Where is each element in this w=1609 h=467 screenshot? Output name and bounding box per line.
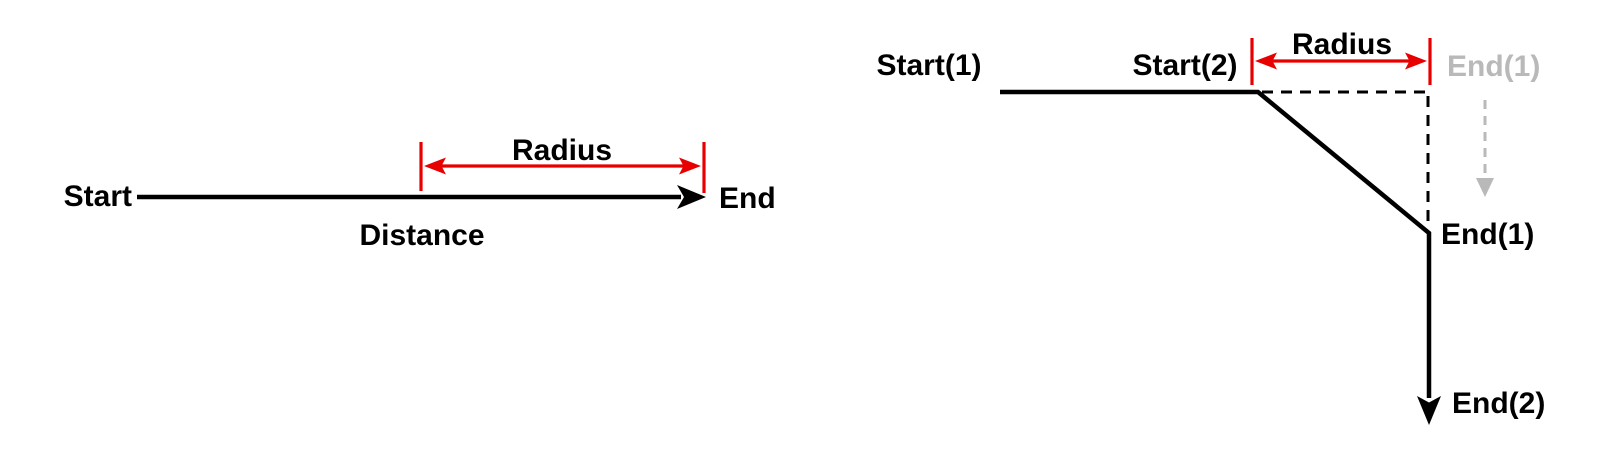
ghost-arrowhead-icon xyxy=(1476,178,1494,197)
end2-label: End(2) xyxy=(1452,387,1545,420)
radius-label: Radius xyxy=(1292,28,1392,61)
start2-label: Start(2) xyxy=(1132,49,1237,82)
distance-label: Distance xyxy=(359,219,484,252)
end1-label: End(1) xyxy=(1441,218,1534,251)
radius-arrowhead-right-icon xyxy=(1405,52,1427,70)
route-arrowhead-icon xyxy=(677,185,706,209)
radius-arrowhead-left-icon xyxy=(424,157,446,175)
radius-arrowhead-left-icon xyxy=(1255,52,1277,70)
end-label: End xyxy=(719,182,776,215)
end1-ghost-label: End(1) xyxy=(1447,50,1540,83)
route-arrowhead-down-icon xyxy=(1417,396,1441,425)
start1-label: Start(1) xyxy=(876,49,981,82)
corner-route-diagram: Start(1) Start(2) Radius End(1) End(1) E… xyxy=(876,28,1545,425)
radius-arrowhead-right-icon xyxy=(679,157,701,175)
start-label: Start xyxy=(64,180,132,213)
radius-label: Radius xyxy=(512,134,612,167)
route-path xyxy=(1000,89,1432,398)
straight-route-diagram: Start End Radius Distance xyxy=(64,134,776,252)
